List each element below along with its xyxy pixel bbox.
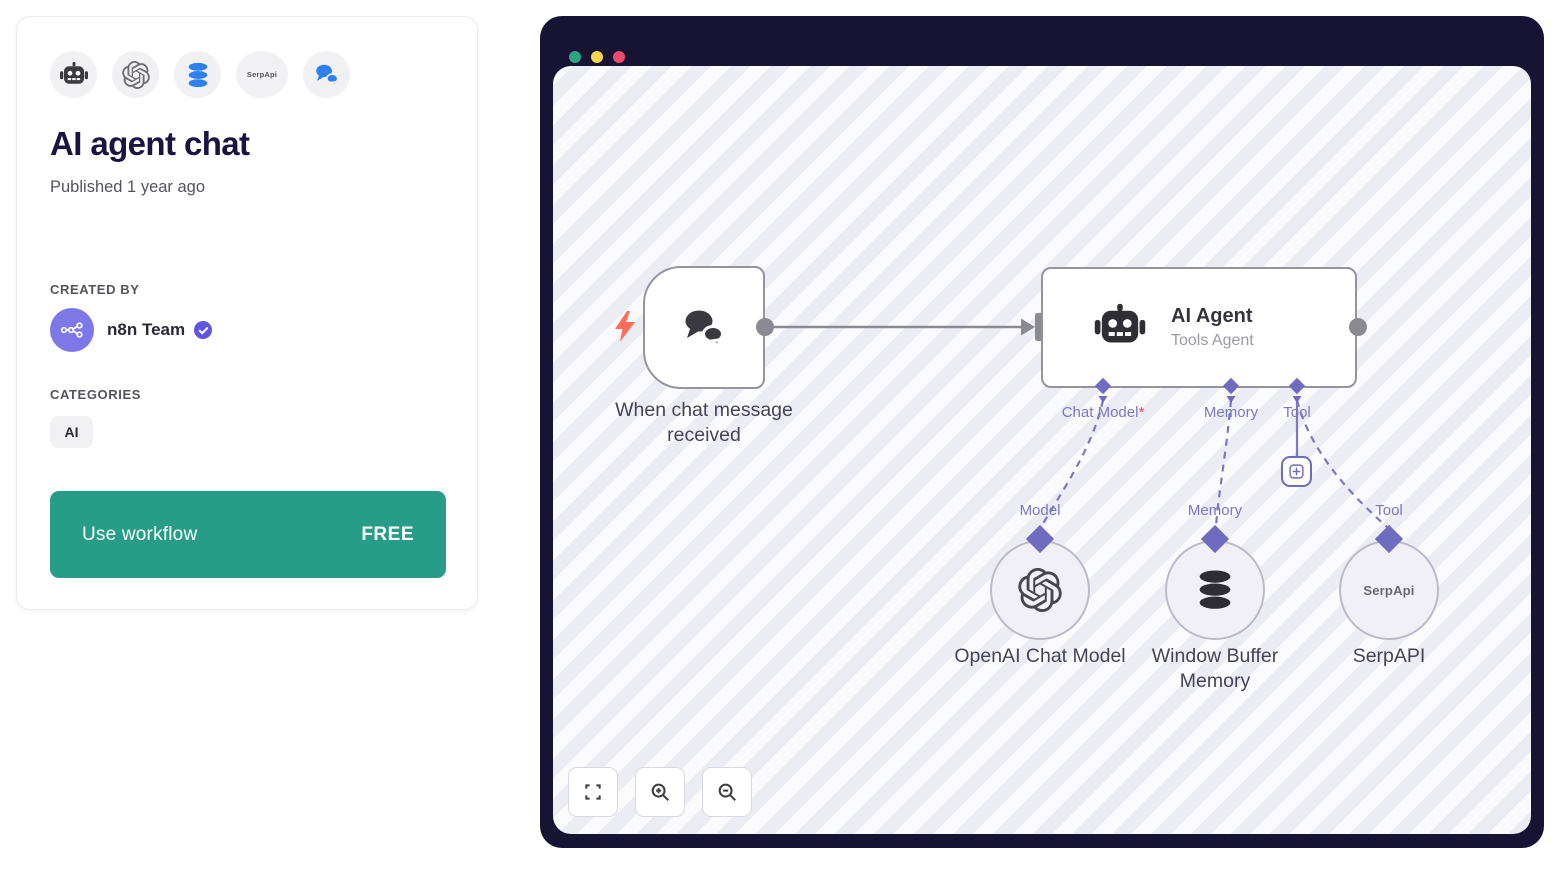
- workflow-preview-window: When chat message received AI Agent Tool…: [540, 16, 1544, 848]
- agent-chatmodel-connector[interactable]: [1094, 377, 1112, 405]
- agent-node-subtitle: Tools Agent: [1171, 332, 1254, 349]
- window-buffer-memory-node[interactable]: [1165, 540, 1265, 640]
- creator-row[interactable]: n8n Team: [50, 308, 213, 352]
- agent-memory-connector-label: Memory: [1203, 404, 1259, 421]
- chat-trigger-icon: [685, 310, 725, 351]
- window-dot-green[interactable]: [569, 51, 581, 63]
- trigger-node[interactable]: [643, 266, 765, 389]
- openai-chat-model-node[interactable]: [990, 540, 1090, 640]
- agent-robot-icon: [1094, 303, 1146, 343]
- openai-icon: [112, 51, 159, 98]
- trigger-output-port[interactable]: [756, 318, 774, 336]
- published-date: Published 1 year ago: [50, 178, 206, 196]
- zoom-in-icon: [651, 783, 669, 801]
- window-dot-red[interactable]: [613, 51, 625, 63]
- connection-lines: [767, 313, 1388, 528]
- ai-agent-node[interactable]: AI Agent Tools Agent: [1041, 267, 1357, 388]
- zoom-out-button[interactable]: [702, 767, 752, 817]
- verified-badge-icon: [194, 321, 213, 339]
- openai-node-icon: [1018, 568, 1062, 612]
- add-tool-plus-button[interactable]: [1281, 456, 1312, 487]
- agent-tool-connector[interactable]: [1288, 377, 1306, 405]
- created-by-heading: CREATED BY: [50, 282, 140, 297]
- use-workflow-button[interactable]: Use workflow FREE: [50, 491, 446, 578]
- free-badge: FREE: [361, 523, 414, 545]
- serpapi-icon-label: SerpApi: [246, 70, 278, 79]
- serpapi-icon: SerpApi: [236, 51, 288, 98]
- chat-icon: [303, 51, 350, 98]
- buffer-port-label: Memory: [1187, 502, 1243, 519]
- use-workflow-label: Use workflow: [82, 523, 198, 545]
- page-title: AI agent chat: [50, 125, 250, 162]
- connection-arrowhead-icon: [1021, 318, 1035, 336]
- plus-icon: [1289, 464, 1304, 479]
- database-icon: [174, 51, 221, 98]
- agent-node-title: AI Agent: [1171, 305, 1253, 327]
- window-dot-yellow[interactable]: [591, 51, 603, 63]
- openai-node-label: OpenAI Chat Model: [954, 645, 1126, 667]
- database-node-icon: [1199, 570, 1231, 609]
- robot-icon: [50, 51, 97, 98]
- trigger-node-label: When chat message received: [615, 399, 793, 446]
- n8n-avatar: [50, 308, 94, 352]
- serpapi-node[interactable]: SerpApi: [1339, 540, 1439, 640]
- agent-chatmodel-connector-label: Chat Model*: [1061, 404, 1145, 421]
- categories-heading: CATEGORIES: [50, 387, 141, 402]
- agent-output-port[interactable]: [1349, 318, 1367, 336]
- agent-memory-connector[interactable]: [1222, 377, 1240, 405]
- openai-port-label: Model: [1019, 502, 1061, 519]
- fit-view-icon: [585, 784, 601, 800]
- serpapi-port-label: Tool: [1375, 502, 1403, 519]
- serpapi-node-icon: SerpApi: [1363, 582, 1415, 598]
- category-chip-ai[interactable]: AI: [50, 416, 93, 448]
- agent-tool-connector-label: Tool: [1283, 404, 1311, 421]
- zoom-in-button[interactable]: [635, 767, 685, 817]
- template-card: SerpApi AI agent chat Published 1 year a…: [16, 16, 478, 610]
- workflow-canvas[interactable]: When chat message received AI Agent Tool…: [553, 66, 1531, 834]
- required-marker: *: [1138, 404, 1145, 421]
- serpapi-node-label: SerpAPI: [1352, 645, 1426, 667]
- window-controls: [569, 51, 625, 63]
- creator-name: n8n Team: [107, 320, 186, 339]
- fit-view-button[interactable]: [568, 767, 618, 817]
- canvas-controls: [568, 767, 752, 817]
- integration-icon-row: SerpApi: [50, 51, 350, 98]
- buffer-node-label: Window Buffer Memory: [1151, 645, 1279, 692]
- trigger-bolt-icon: [615, 311, 635, 342]
- zoom-out-icon: [718, 783, 736, 801]
